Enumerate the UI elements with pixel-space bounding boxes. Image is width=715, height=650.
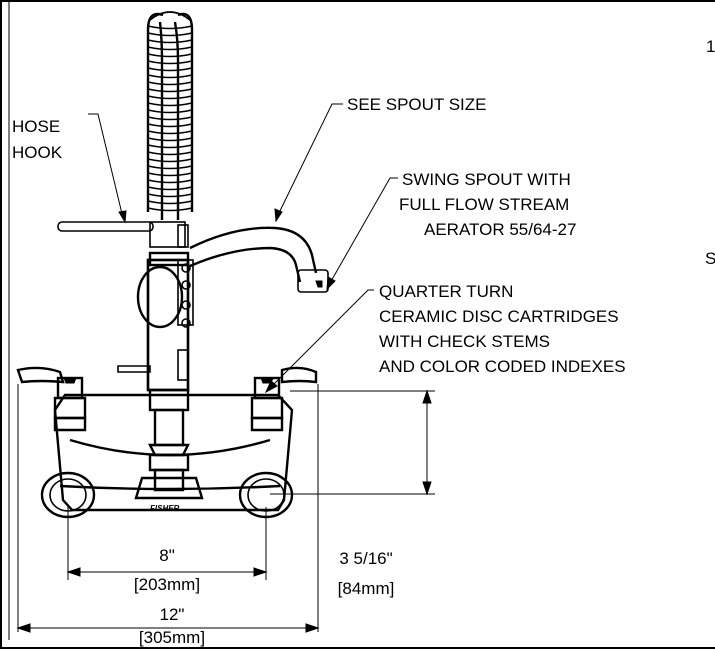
coil-loop xyxy=(147,32,193,37)
spout-size-leader xyxy=(277,103,343,216)
hose-hook-label-line2: HOOK xyxy=(12,143,63,162)
coil-loop xyxy=(147,88,193,93)
dim-centers-mm: [203mm] xyxy=(134,575,200,594)
cut-text-right-mid: S xyxy=(705,249,715,268)
dim-overall-mm: [305mm] xyxy=(139,628,205,647)
coil-loop xyxy=(147,158,193,163)
dim-centers-inches: 8" xyxy=(159,546,175,565)
hose-hook-label-line1: HOSE xyxy=(12,117,60,136)
cartridge-label-line4: AND COLOR CODED INDEXES xyxy=(379,357,626,376)
wall-bracket xyxy=(136,258,194,392)
coil-loop xyxy=(147,60,193,65)
coil-loop xyxy=(147,46,193,51)
coil-loop xyxy=(147,186,193,191)
coil-loop xyxy=(147,151,193,156)
coil-loop xyxy=(147,193,193,198)
hose-hook xyxy=(57,221,189,248)
dim-overall-inches: 12" xyxy=(160,605,185,624)
swing-spout-label-line2: FULL FLOW STREAM xyxy=(399,195,569,214)
coil-spring xyxy=(146,11,194,212)
dimension-height xyxy=(422,389,432,496)
coil-loop xyxy=(147,144,193,149)
coil-loop xyxy=(147,123,193,128)
coil-loop xyxy=(147,74,193,79)
see-spout-size-label: SEE SPOUT SIZE xyxy=(347,95,487,114)
swing-spout xyxy=(189,226,329,293)
coil-loop xyxy=(147,172,193,177)
left-handle xyxy=(16,366,87,432)
right-handle xyxy=(250,366,318,432)
cartridge-label-line2: CERAMIC DISC CARTRIDGES xyxy=(379,307,619,326)
faucet-body-group: FISHER xyxy=(16,11,329,519)
coil-loop xyxy=(147,53,193,58)
hose-hook-leader xyxy=(88,113,124,219)
coil-loop xyxy=(147,165,193,170)
coil-loop xyxy=(147,116,193,121)
cartridge-label-line1: QUARTER TURN xyxy=(379,282,513,301)
coil-loop xyxy=(147,25,193,30)
dim-height-inches: 3 5/16" xyxy=(339,549,392,568)
coil-loop xyxy=(147,95,193,100)
coil-loop xyxy=(147,102,193,107)
swing-spout-leader xyxy=(329,177,398,284)
swing-spout-label-line1: SWING SPOUT WITH xyxy=(402,170,571,189)
coil-loop xyxy=(147,109,193,114)
cartridge-label-line3: WITH CHECK STEMS xyxy=(379,332,550,351)
coil-loop xyxy=(147,81,193,86)
coil-loop xyxy=(147,67,193,72)
coil-loop xyxy=(147,207,193,212)
coil-loop xyxy=(147,179,193,184)
coil-loop xyxy=(147,137,193,142)
swing-spout-label-line3: AERATOR 55/64-27 xyxy=(424,220,576,239)
dimension-overall-width xyxy=(16,623,320,633)
dim-height-mm: [84mm] xyxy=(338,579,395,598)
coil-loop xyxy=(147,200,193,205)
cut-text-right-top: 1 xyxy=(706,37,715,56)
coil-loop xyxy=(147,130,193,135)
coil-loop xyxy=(147,39,193,44)
dimension-centers xyxy=(66,567,268,577)
cartridge-leader xyxy=(269,289,374,389)
brand-mark: FISHER xyxy=(150,504,180,513)
